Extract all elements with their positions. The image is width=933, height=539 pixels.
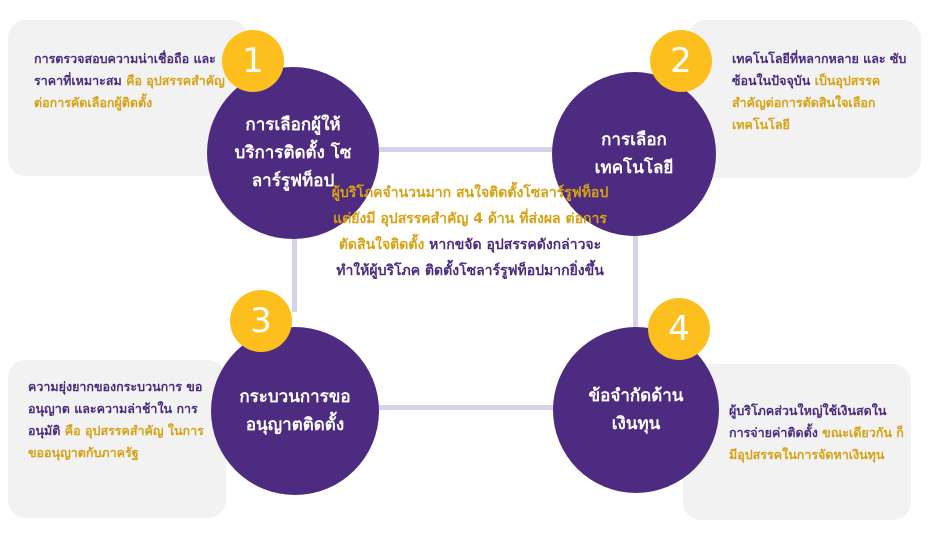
description-card-4: ผู้บริโภคส่วนใหญ่ใช้เงินสดใน การจ่ายค่าต… <box>683 364 911 520</box>
connector-right <box>633 222 638 332</box>
number-badge-2: 2 <box>650 30 712 92</box>
description-1-main: การตรวจสอบความน่าเชื่อถือ และราคาที่เหมา… <box>34 51 216 88</box>
obstacle-circle-2: การเลือก เทคโนโลยี <box>552 72 716 236</box>
description-card-2: เทคโนโลยีที่หลากหลาย และ ซับซ้อนในปัจจุบ… <box>688 20 921 178</box>
description-3-highlight: คือ อุปสรรคสำคัญ ในการขออนุญาตกับภาครัฐ <box>28 423 204 460</box>
description-card-3: ความยุ่งยากของกระบวนการ ขออนุญาต และความ… <box>8 360 226 518</box>
description-2-highlight: เป็นอุปสรรค สำคัญต่อการตัดสินใจเลือก เทค… <box>732 73 881 132</box>
obstacle-circle-3: กระบวนการขอ อนุญาตติดตั้ง <box>211 327 379 495</box>
connector-top <box>370 147 555 152</box>
description-3-main: ความยุ่งยากของกระบวนการ ขออนุญาต และความ… <box>28 379 203 438</box>
obstacle-4-title: ข้อจำกัดด้าน เงินทุน <box>588 386 684 434</box>
number-badge-3: 3 <box>230 290 292 352</box>
description-1-highlight: คือ อุปสรรคสำคัญต่อการคัดเลือกผู้ติดตั้ง <box>34 73 225 110</box>
connector-bottom <box>370 405 555 410</box>
description-2-main: เทคโนโลยีที่หลากหลาย และ ซับซ้อนในปัจจุบ… <box>732 51 907 88</box>
number-badge-4: 4 <box>648 298 710 360</box>
center-summary: ผู้บริโภคจำนวนมาก สนใจติดตั้งโซลาร์รูฟท็… <box>330 180 610 284</box>
center-summary-purple: หากขจัด อุปสรรคดังกล่าวจะทำให้ผู้บริโภค … <box>336 237 604 279</box>
connector-left <box>292 222 297 312</box>
obstacle-3-title: กระบวนการขอ อนุญาตติดตั้ง <box>239 387 351 435</box>
obstacle-2-title: การเลือก เทคโนโลยี <box>594 130 674 178</box>
center-summary-gold: ผู้บริโภคจำนวนมาก สนใจติดตั้งโซลาร์รูฟท็… <box>331 185 609 253</box>
description-4-main: ผู้บริโภคส่วนใหญ่ใช้เงินสดใน การจ่ายค่าต… <box>729 403 887 440</box>
obstacle-circle-1: การเลือกผู้ให้ บริการติดตั้ง โซลาร์รูฟท็… <box>207 67 379 239</box>
description-4-highlight: ขณะเดียวกัน ก็มีอุปสรรคในการจัดหาเงินทุน <box>729 425 904 462</box>
obstacle-1-title: การเลือกผู้ให้ บริการติดตั้ง โซลาร์รูฟท็… <box>234 115 352 191</box>
number-badge-1: 1 <box>222 30 284 92</box>
